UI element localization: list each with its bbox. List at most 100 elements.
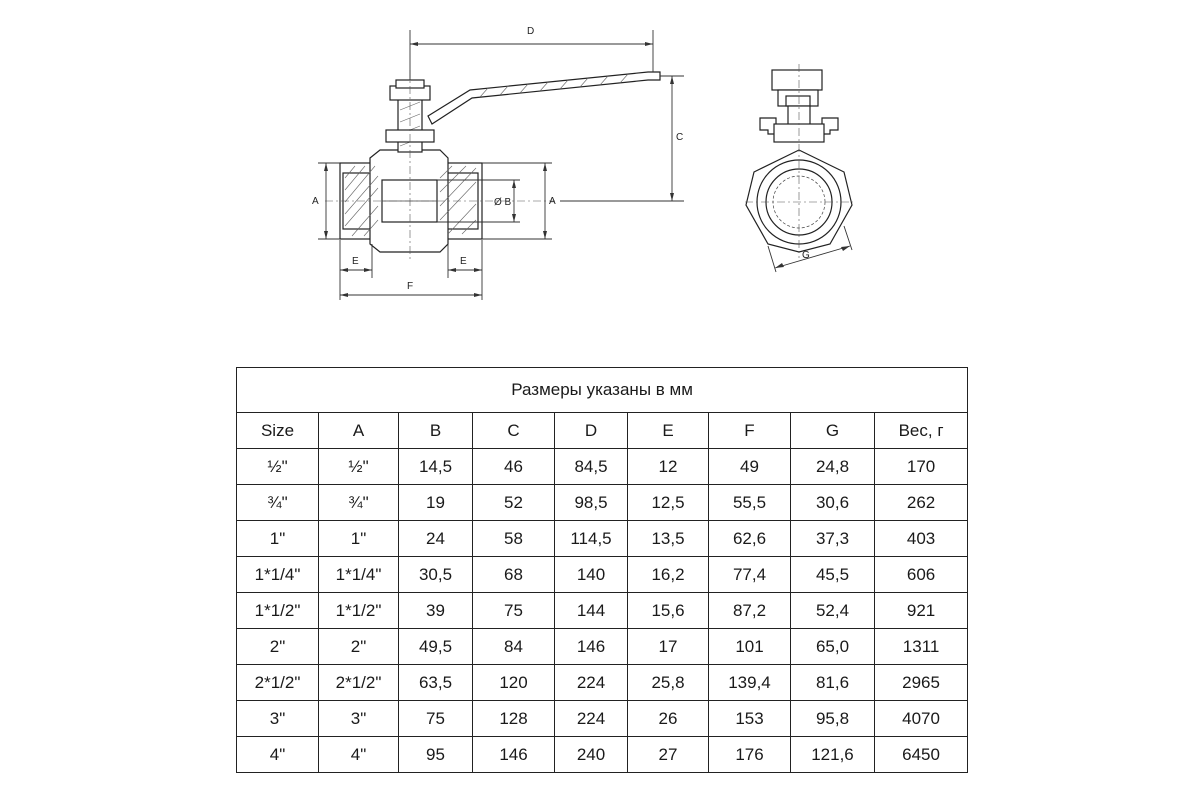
column-header-c: C <box>472 412 555 449</box>
column-header-g: G <box>790 412 875 449</box>
table-cell: 30,5 <box>398 556 473 593</box>
table-cell: ¾" <box>236 484 319 521</box>
table-cell: 101 <box>708 628 791 665</box>
table-cell: 37,3 <box>790 520 875 557</box>
table-cell: 27 <box>627 736 709 773</box>
table-cell: 52,4 <box>790 592 875 629</box>
table-cell: 62,6 <box>708 520 791 557</box>
body-hatching <box>344 165 477 237</box>
table-cell: 16,2 <box>627 556 709 593</box>
table-cell: 81,6 <box>790 664 875 701</box>
valve-end-view: G <box>745 64 853 273</box>
table-cell: 1311 <box>873 628 969 665</box>
table-cell: 2" <box>236 628 319 665</box>
column-header-b: B <box>398 412 473 449</box>
table-cell: 12 <box>627 448 709 485</box>
table-cell: 49,5 <box>398 628 473 665</box>
table-cell: 84,5 <box>554 448 628 485</box>
table-cell: 606 <box>873 556 969 593</box>
table-cell: 63,5 <box>398 664 473 701</box>
valve-side-view: D C A A Ø B E <box>312 26 684 300</box>
table-cell: 12,5 <box>627 484 709 521</box>
table-cell: 224 <box>554 664 628 701</box>
table-cell: 1*1/2" <box>318 592 399 629</box>
table-cell: 2*1/2" <box>236 664 319 701</box>
table-cell: 26 <box>627 700 709 737</box>
dim-label-D: D <box>527 26 534 37</box>
table-cell: 13,5 <box>627 520 709 557</box>
table-cell: 1*1/2" <box>236 592 319 629</box>
table-cell: 1*1/4" <box>318 556 399 593</box>
table-cell: 87,2 <box>708 592 791 629</box>
dim-label-E-left: E <box>352 256 359 267</box>
table-cell: 403 <box>873 520 969 557</box>
table-cell: 58 <box>472 520 555 557</box>
table-cell: 144 <box>554 592 628 629</box>
table-cell: ½" <box>236 448 319 485</box>
table-cell: 262 <box>873 484 969 521</box>
table-cell: 4" <box>318 736 399 773</box>
table-cell: 3" <box>318 700 399 737</box>
valve-technical-drawing: D C A A Ø B E <box>312 26 853 300</box>
table-cell: 14,5 <box>398 448 473 485</box>
table-cell: 17 <box>627 628 709 665</box>
table-header-row: Size A B C D E F G Вес, г <box>236 412 969 449</box>
table-cell: 1" <box>318 520 399 557</box>
column-header-a: A <box>318 412 399 449</box>
table-cell: 95,8 <box>790 700 875 737</box>
table-cell: 1*1/4" <box>236 556 319 593</box>
table-cell: 140 <box>554 556 628 593</box>
dim-label-B: Ø B <box>494 197 512 208</box>
table-cell: 98,5 <box>554 484 628 521</box>
table-cell: 24 <box>398 520 473 557</box>
table-cell: 15,6 <box>627 592 709 629</box>
table-cell: 121,6 <box>790 736 875 773</box>
table-cell: 146 <box>472 736 555 773</box>
table-cell: 68 <box>472 556 555 593</box>
table-cell: 4070 <box>873 700 969 737</box>
dimensions-table-container: Размеры указаны в мм Size A B C D E F G … <box>235 367 969 773</box>
table-cell: 77,4 <box>708 556 791 593</box>
table-cell: 240 <box>554 736 628 773</box>
table-cell: 39 <box>398 592 473 629</box>
column-header-f: F <box>708 412 791 449</box>
table-cell: 95 <box>398 736 473 773</box>
table-cell: 52 <box>472 484 555 521</box>
table-cell: 153 <box>708 700 791 737</box>
table-cell: 84 <box>472 628 555 665</box>
dim-label-A-left: A <box>312 196 319 207</box>
table-cell: 128 <box>472 700 555 737</box>
dim-label-F: F <box>407 281 413 292</box>
table-cell: 3" <box>236 700 319 737</box>
table-cell: 114,5 <box>554 520 628 557</box>
table-cell: 1" <box>236 520 319 557</box>
table-cell: 4" <box>236 736 319 773</box>
table-cell: 2" <box>318 628 399 665</box>
table-cell: 65,0 <box>790 628 875 665</box>
table-cell: 75 <box>398 700 473 737</box>
table-cell: 30,6 <box>790 484 875 521</box>
table-caption-row: Размеры указаны в мм <box>235 367 969 413</box>
table-cell: 24,8 <box>790 448 875 485</box>
column-header-d: D <box>554 412 628 449</box>
table-cell: 120 <box>472 664 555 701</box>
table-cell: 6450 <box>873 736 969 773</box>
table-cell: 45,5 <box>790 556 875 593</box>
dimensions-table: Размеры указаны в мм Size A B C D E F G … <box>235 367 969 773</box>
table-cell: 176 <box>708 736 791 773</box>
table-cell: 146 <box>554 628 628 665</box>
table-cell: 19 <box>398 484 473 521</box>
table-cell: ½" <box>318 448 399 485</box>
column-header-weight: Вес, г <box>873 412 969 449</box>
table-cell: 46 <box>472 448 555 485</box>
table-cell: 25,8 <box>627 664 709 701</box>
